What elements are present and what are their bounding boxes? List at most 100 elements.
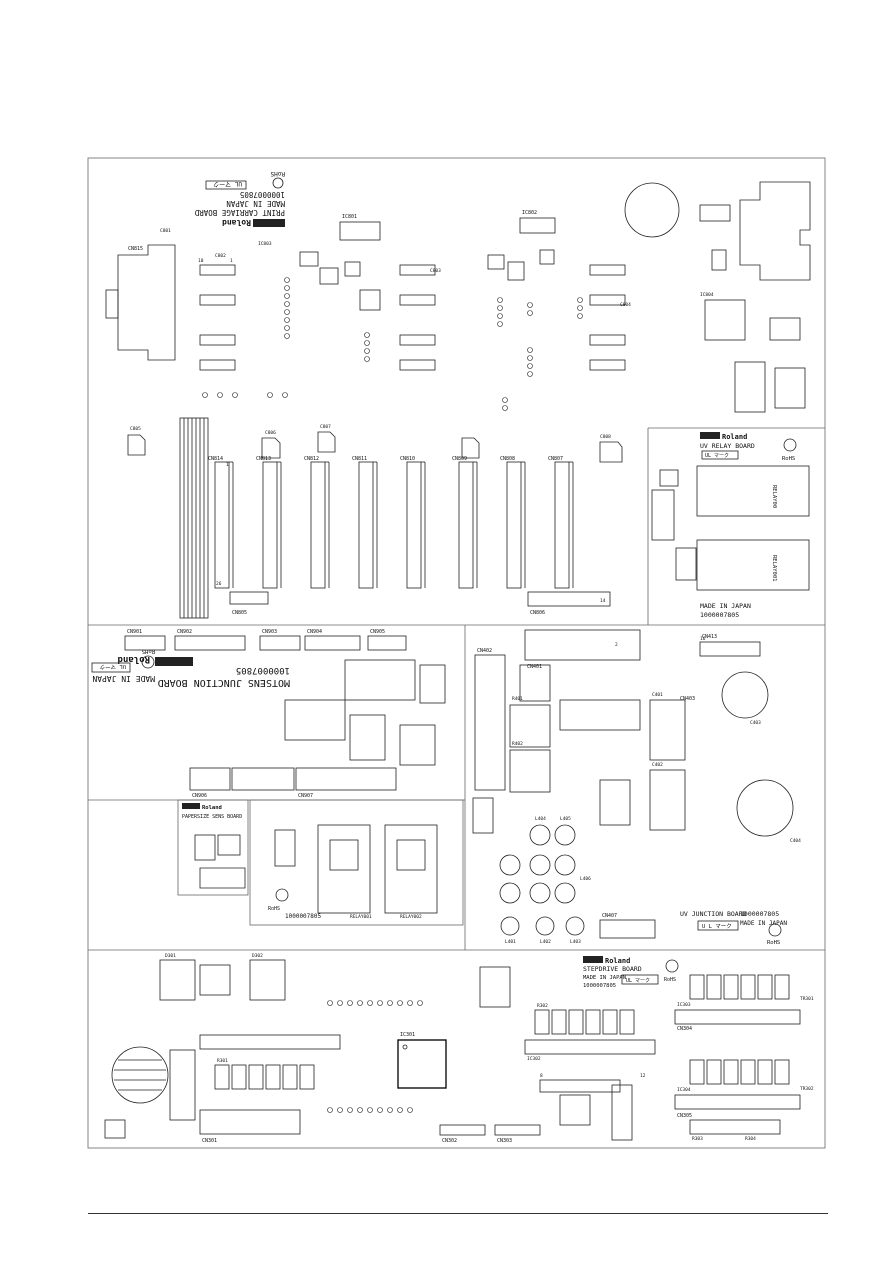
carriage-small-ics: IC801 IC802 xyxy=(299,210,556,311)
uv-junction-board-name: UV JUNCTION BOARD xyxy=(680,910,747,918)
uv-relay-2 xyxy=(696,539,810,591)
uv-relay-part-no: 1000007805 xyxy=(700,611,739,619)
r303-label: R303 xyxy=(692,1136,703,1142)
motsens-maker: Roland xyxy=(117,654,150,664)
uv-relay-rohs: RoHS xyxy=(782,456,795,462)
stepdrive-maker: Roland xyxy=(605,957,630,965)
c403-label: C403 xyxy=(750,720,761,726)
papersize-maker: Roland xyxy=(202,805,222,811)
uv-junction-ul: U L マーク xyxy=(702,923,732,930)
ic801-label: IC801 xyxy=(342,214,357,220)
pin-12-label: 12 xyxy=(640,1073,646,1079)
papersize-board-outline xyxy=(177,799,249,896)
cn807-label: CN807 xyxy=(548,456,563,462)
page-footer-rule xyxy=(88,1213,828,1214)
ic301-label: IC301 xyxy=(400,1032,415,1038)
l403-label: L403 xyxy=(570,939,581,945)
stepdrive-ul: UL マーク xyxy=(626,978,650,984)
l401-label: L401 xyxy=(505,939,516,945)
r401-label: R401 xyxy=(512,696,523,702)
stepdrive-driver-ics xyxy=(214,974,790,1090)
cn907-label: CN907 xyxy=(298,793,313,799)
pin-10-label: 10 xyxy=(198,258,204,264)
carriage-left-bracket xyxy=(117,244,176,361)
cn401-label: CN401 xyxy=(527,664,542,670)
uv-relay-board: Roland UV RELAY BOARD UL マーク RoHS RELAY0… xyxy=(651,432,810,619)
c402-label: C402 xyxy=(652,762,663,768)
uv-junction-inductors: L401 L402 L403 xyxy=(499,824,585,945)
motsens-rohs: RoHS xyxy=(142,648,155,654)
motsens-part-no: 1000007805 xyxy=(236,665,290,675)
motsens-title-block: MOTSENS JUNCTION BOARD 1000007805 Roland xyxy=(117,654,290,688)
print-carriage-part-no: 1000007805 xyxy=(240,190,285,199)
diagram-frame xyxy=(87,157,826,1149)
c805-label: C805 xyxy=(130,426,141,432)
tr302-label: TR302 xyxy=(800,1086,814,1092)
stepdrive-part-no: 1000007805 xyxy=(583,983,616,989)
stepdrive-rohs: RoHS xyxy=(664,977,676,983)
rohs-badge-icon xyxy=(275,888,289,902)
r302-label: R302 xyxy=(537,1003,548,1009)
rohs-badge-icon xyxy=(272,177,284,189)
carriage-refdes-labels: C801 C802 C803 C804 C805 C806 C807 C808 … xyxy=(130,228,714,604)
uv-relay-ul: UL マーク xyxy=(705,453,729,459)
r402-label: R402 xyxy=(512,741,523,747)
cut-sensor-board-outline xyxy=(249,799,464,926)
cn812-label: CN812 xyxy=(304,456,319,462)
cn811-label: CN811 xyxy=(352,456,367,462)
carriage-head-connectors: CN814 CN813 CN812 CN811 CN810 CN809 CN80… xyxy=(208,456,574,589)
rohs-badge-icon xyxy=(783,438,797,452)
ic804-label: IC804 xyxy=(700,292,714,298)
motsens-origin: MADE IN JAPAN xyxy=(92,674,155,683)
cn403-label: CN403 xyxy=(680,696,695,702)
cn806-label: CN806 xyxy=(530,610,545,616)
c806-label: C806 xyxy=(265,430,276,436)
cut-rohs: RoHS xyxy=(268,906,280,912)
ic803-label: IC803 xyxy=(258,241,272,247)
c808-label: C808 xyxy=(600,434,611,440)
print-carriage-board: Roland PRINT CARRIAGE BOARD MADE IN JAPA… xyxy=(105,170,811,619)
cn814-label: CN814 xyxy=(208,456,223,462)
carriage-electrolytic-caps xyxy=(127,431,623,463)
cn808-label: CN808 xyxy=(500,456,515,462)
carriage-bottom-connector xyxy=(527,591,611,607)
pin-16-label: 16 xyxy=(700,636,706,642)
carriage-connector-ladder xyxy=(199,264,626,371)
cn302-label: CN302 xyxy=(442,1138,457,1144)
motsens-ul: UL マーク xyxy=(100,663,126,670)
l402-label: L402 xyxy=(540,939,551,945)
ic304-label: IC304 xyxy=(677,1087,691,1093)
cn304-label: CN304 xyxy=(677,1026,692,1032)
c802-label: C802 xyxy=(215,253,226,259)
rohs-badge-icon xyxy=(768,923,782,937)
stepdrive-board-name: STEPDRIVE BOARD xyxy=(583,965,642,973)
cn815-label: CN815 xyxy=(128,246,143,252)
cn813-label: CN813 xyxy=(256,456,271,462)
stepdrive-big-cap xyxy=(111,1046,169,1104)
carriage-cap-box-1 xyxy=(734,361,766,413)
ic302-label: IC302 xyxy=(527,1056,541,1062)
c404-label: C404 xyxy=(790,838,801,844)
cn301-label: CN301 xyxy=(202,1138,217,1144)
relay-2-label: RELAY001 xyxy=(771,555,777,582)
cn305-label: CN305 xyxy=(677,1113,692,1119)
cut-relay-1-label: RELAY001 xyxy=(350,914,372,920)
cn810-label: CN810 xyxy=(400,456,415,462)
carriage-round-component xyxy=(624,182,680,238)
r301-label: R301 xyxy=(217,1058,228,1064)
uv-relay-1 xyxy=(696,465,810,517)
ic303-label: IC303 xyxy=(677,1002,691,1008)
uv-junction-origin: MADE IN JAPAN xyxy=(740,920,787,927)
tr301-label: TR301 xyxy=(800,996,814,1002)
d301-label: D301 xyxy=(165,953,176,959)
pin-14-label: 14 xyxy=(600,598,606,604)
print-carriage-maker: Roland xyxy=(222,218,251,227)
cn904-label: CN904 xyxy=(307,629,322,635)
junction-refdes-labels: R401 R402 C401 C402 C403 C404 L404 L405 … xyxy=(165,636,814,1142)
stepdrive-pad-rows xyxy=(327,1000,423,1113)
stepdrive-controller-ic xyxy=(397,1039,447,1089)
pin-1-label: 1 xyxy=(230,258,233,264)
relay-1-label: RELAY00 xyxy=(771,485,777,508)
uv-junction-board: CN401 CN413 L401 L402 L403 CN407 UV JUNC… xyxy=(472,629,794,946)
c401-label: C401 xyxy=(652,692,663,698)
